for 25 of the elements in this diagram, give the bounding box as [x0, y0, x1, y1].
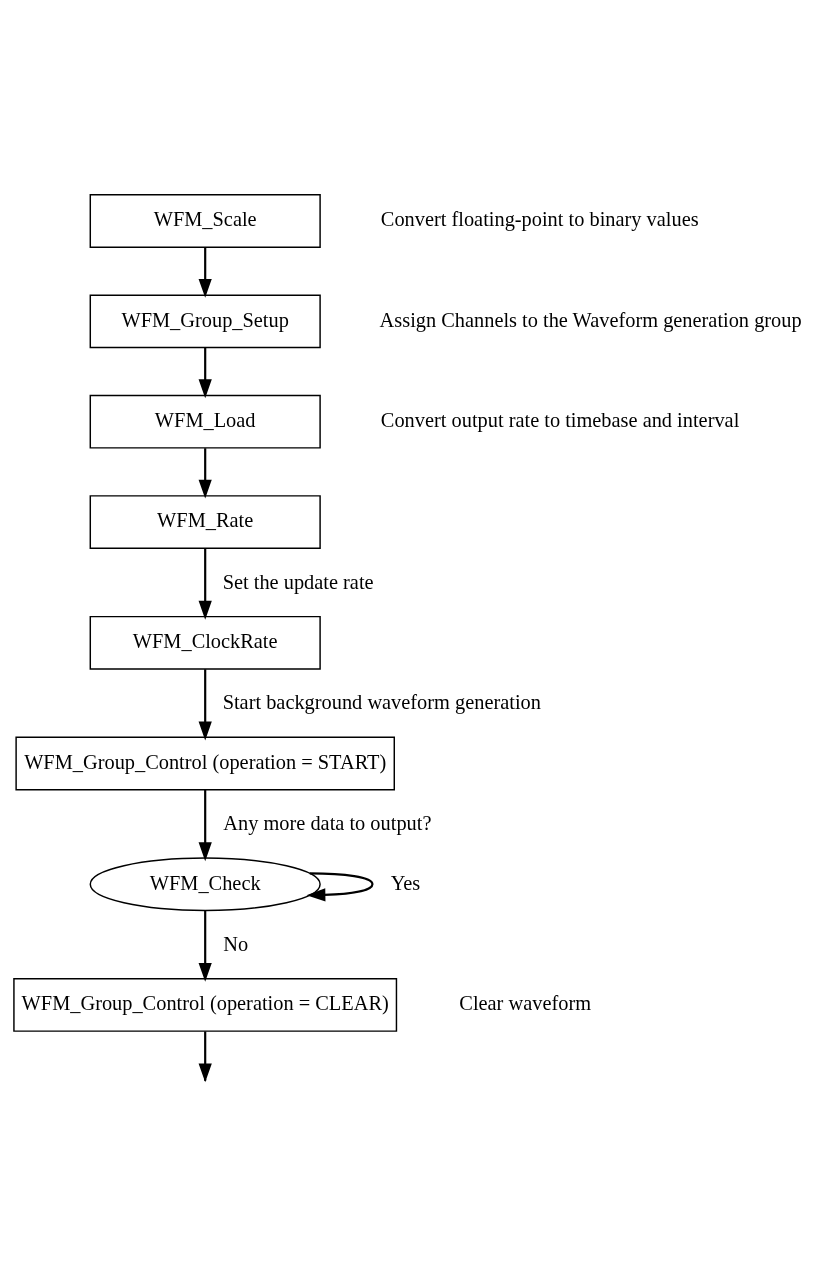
- edge-label: Yes: [390, 872, 421, 895]
- arrow: [198, 669, 212, 741]
- node-box: WFM_Scale: [89, 194, 321, 248]
- node-label: Assign Channels to the Waveform generation group: [379, 308, 802, 331]
- arrow: [306, 872, 374, 902]
- arrow: [198, 548, 212, 620]
- node-box: WFM_Rate: [89, 495, 321, 549]
- node-box: WFM_Group_Control (operation = START): [15, 736, 395, 791]
- node-box: WFM_Group_Setup: [89, 294, 321, 349]
- edge-label: Start background waveform generation: [222, 691, 541, 714]
- node-label: Clear waveform: [459, 992, 592, 1015]
- arrow: [198, 247, 212, 298]
- edge-label: Any more data to output?: [223, 811, 432, 834]
- node-label: Convert output rate to timebase and interval: [380, 409, 740, 432]
- node-box: WFM_Group_Control (operation = CLEAR): [13, 978, 398, 1032]
- node-label: Convert floating-point to binary values: [380, 208, 699, 231]
- arrow: [198, 347, 212, 399]
- node-ellipse: WFM_Check: [89, 857, 321, 912]
- node-box: WFM_ClockRate: [89, 615, 321, 670]
- arrow: [198, 789, 212, 862]
- edge-label: No: [223, 932, 249, 955]
- arrow: [198, 448, 212, 499]
- node-box: WFM_Load: [89, 394, 321, 449]
- edge-label: Set the update rate: [222, 570, 374, 593]
- arrow: [198, 910, 212, 982]
